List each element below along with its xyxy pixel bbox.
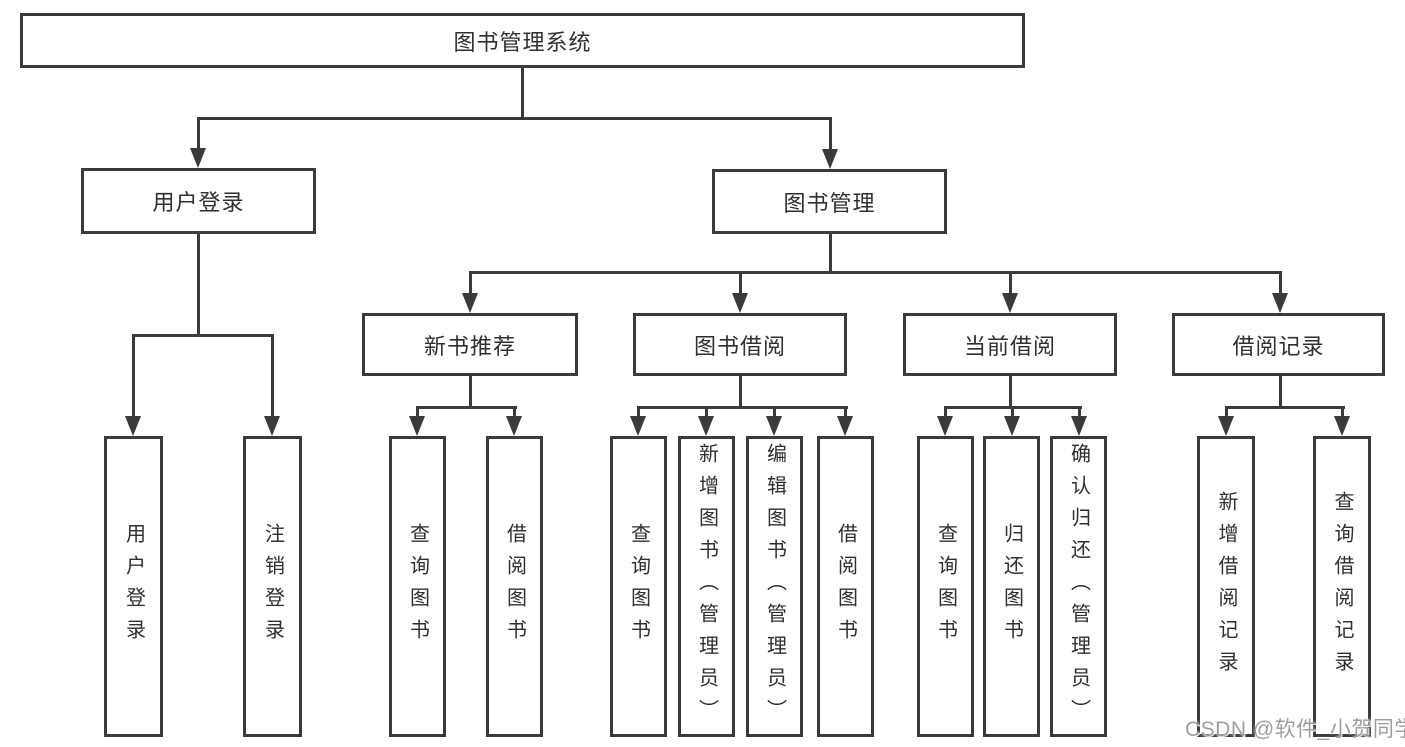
- arrow-down-icon: [1002, 293, 1018, 313]
- node-user-login: 用户登录: [81, 168, 316, 234]
- connector-line: [512, 409, 516, 418]
- node-leaf-add-book-admin: 新增图书（管理员）: [678, 436, 735, 737]
- node-root-label: 图书管理系统: [453, 29, 592, 55]
- node-leaf-borrow-book: 借阅图书: [817, 436, 874, 737]
- node-leaf-edit-book-admin-label: 编辑图书（管理员）: [763, 442, 786, 731]
- node-user-login-label: 用户登录: [152, 190, 245, 215]
- node-leaf-query-book-recommend-label: 查询图书: [406, 522, 429, 651]
- arrow-down-icon: [822, 149, 838, 169]
- arrow-down-icon: [1218, 416, 1234, 436]
- node-root: 图书管理系统: [20, 13, 1025, 68]
- connector-line: [196, 117, 832, 120]
- connector-line: [772, 409, 776, 418]
- node-leaf-borrow-book-recommend-label: 借阅图书: [503, 522, 526, 651]
- node-borrow-records: 借阅记录: [1172, 313, 1385, 376]
- watermark: CSDN @软件_小贺同学: [1185, 718, 1405, 741]
- connector-line: [131, 334, 274, 337]
- node-leaf-query-borrow-record: 查询借阅记录: [1313, 436, 1371, 737]
- node-borrow-records-label: 借阅记录: [1232, 333, 1325, 359]
- connector-line: [1008, 376, 1012, 409]
- connector-line: [196, 234, 200, 337]
- node-leaf-add-book-admin-label: 新增图书（管理员）: [695, 442, 718, 731]
- node-leaf-query-book-borrow-label: 查询图书: [627, 522, 650, 651]
- connector-line: [415, 409, 419, 418]
- node-leaf-return-book: 归还图书: [983, 436, 1040, 737]
- node-leaf-return-book-label: 归还图书: [1000, 522, 1023, 651]
- node-current-borrow: 当前借阅: [903, 313, 1117, 376]
- node-leaf-query-borrow-record-label: 查询借阅记录: [1331, 490, 1353, 683]
- connector-line: [738, 274, 742, 294]
- node-leaf-query-book-borrow: 查询图书: [610, 436, 667, 737]
- connector-line: [636, 409, 640, 418]
- arrow-down-icon: [462, 293, 478, 313]
- connector-line: [1077, 409, 1081, 418]
- connector-line: [828, 120, 832, 150]
- connector-line: [1008, 274, 1012, 294]
- connector-line: [1224, 409, 1228, 418]
- arrow-down-icon: [630, 416, 646, 436]
- arrow-down-icon: [1071, 416, 1087, 436]
- arrow-down-icon: [190, 148, 206, 168]
- node-book-management-label: 图书管理: [783, 190, 876, 216]
- connector-line: [196, 120, 200, 150]
- connector-line: [828, 234, 832, 274]
- node-leaf-edit-book-admin: 编辑图书（管理员）: [746, 436, 803, 737]
- connector-line: [131, 337, 135, 417]
- arrow-down-icon: [698, 416, 714, 436]
- connector-line: [1224, 406, 1345, 409]
- connector-line: [520, 68, 524, 120]
- connector-line: [636, 406, 848, 409]
- connector-line: [415, 406, 517, 409]
- connector-line: [1278, 376, 1282, 409]
- connector-line: [1340, 409, 1344, 418]
- node-leaf-borrow-book-recommend: 借阅图书: [486, 436, 543, 737]
- node-leaf-query-book-recommend: 查询图书: [389, 436, 446, 737]
- connector-line: [943, 406, 1082, 409]
- node-leaf-user-login-label: 用户登录: [122, 522, 145, 651]
- node-leaf-logout: 注销登录: [243, 436, 302, 737]
- node-new-book-recommend: 新书推荐: [362, 313, 578, 376]
- node-leaf-query-book-current-label: 查询图书: [934, 522, 957, 651]
- arrow-down-icon: [937, 416, 953, 436]
- connector-line: [943, 409, 947, 418]
- arrow-down-icon: [1004, 416, 1020, 436]
- connector-line: [468, 274, 472, 294]
- node-book-borrow: 图书借阅: [633, 313, 847, 376]
- node-new-book-recommend-label: 新书推荐: [423, 333, 516, 359]
- node-book-borrow-label: 图书借阅: [693, 333, 786, 359]
- arrow-down-icon: [1272, 293, 1288, 313]
- connector-line: [468, 376, 472, 409]
- arrow-down-icon: [125, 416, 141, 436]
- connector-line: [1010, 409, 1014, 418]
- arrow-down-icon: [732, 293, 748, 313]
- connector-line: [468, 271, 1282, 274]
- arrow-down-icon: [837, 416, 853, 436]
- node-leaf-query-book-current: 查询图书: [917, 436, 974, 737]
- connector-line: [843, 409, 847, 418]
- node-leaf-add-borrow-record: 新增借阅记录: [1197, 436, 1255, 737]
- node-current-borrow-label: 当前借阅: [963, 333, 1056, 359]
- node-leaf-borrow-book-label: 借阅图书: [834, 522, 857, 651]
- connector-line: [704, 409, 708, 418]
- arrow-down-icon: [409, 416, 425, 436]
- arrow-down-icon: [264, 416, 280, 436]
- connector-line: [1278, 274, 1282, 294]
- arrow-down-icon: [1334, 416, 1350, 436]
- arrow-down-icon: [506, 416, 522, 436]
- connector-line: [270, 337, 274, 417]
- node-book-management: 图书管理: [712, 169, 947, 234]
- arrow-down-icon: [766, 416, 782, 436]
- node-leaf-add-borrow-record-label: 新增借阅记录: [1215, 490, 1237, 683]
- node-leaf-user-login: 用户登录: [104, 436, 163, 737]
- node-leaf-confirm-return-admin: 确认归还（管理员）: [1050, 436, 1107, 737]
- node-leaf-confirm-return-admin-label: 确认归还（管理员）: [1067, 442, 1090, 731]
- connector-line: [738, 376, 742, 409]
- node-leaf-logout-label: 注销登录: [261, 522, 284, 651]
